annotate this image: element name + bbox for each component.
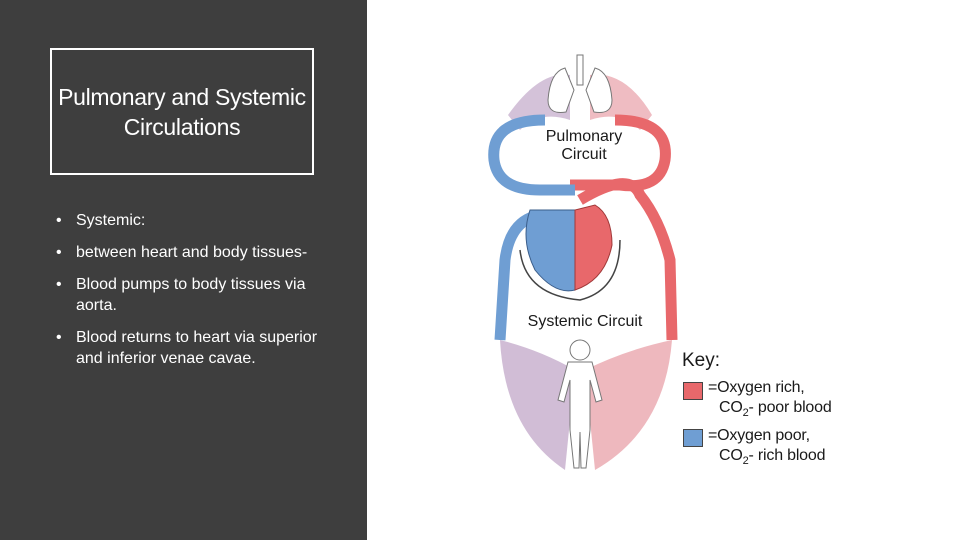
circulation-diagram: Pulmonary Circuit Systemic Circuit	[488, 54, 678, 470]
bullet-item: between heart and body tissues-	[56, 242, 326, 263]
heart-outline	[519, 239, 621, 301]
key-line-2: CO2- rich blood	[719, 447, 826, 467]
bullet-item: Blood returns to heart via superior and …	[56, 327, 326, 369]
trachea	[576, 54, 584, 86]
lung-right	[585, 67, 613, 113]
key-line-1: =Oxygen poor,	[708, 427, 810, 444]
pulmonary-artery-loop	[488, 114, 575, 196]
bullet-list: Systemic: between heart and body tissues…	[56, 210, 326, 380]
key-text-oxygen-poor: =Oxygen poor, CO2- rich blood	[708, 426, 825, 467]
pulmonary-label-2: Circuit	[561, 146, 607, 163]
left-panel: Pulmonary and Systemic Circulations Syst…	[0, 0, 367, 540]
key-text-oxygen-rich: =Oxygen rich, CO2- poor blood	[708, 378, 832, 419]
slide-title: Pulmonary and Systemic Circulations	[58, 83, 306, 140]
key-line-1: =Oxygen rich,	[708, 379, 805, 396]
systemic-label: Systemic Circuit	[528, 313, 643, 330]
key-title: Key:	[682, 350, 721, 371]
systemic-capillaries-right	[585, 340, 672, 470]
key-swatch-oxygen-rich	[683, 382, 703, 400]
heart-right-side	[525, 209, 576, 292]
systemic-arterial-loop	[577, 178, 678, 341]
body-silhouette	[557, 339, 603, 469]
title-box: Pulmonary and Systemic Circulations	[50, 48, 314, 175]
bullet-item: Blood pumps to body tissues via aorta.	[56, 274, 326, 316]
key-line-2: CO2- poor blood	[719, 399, 832, 419]
pulmonary-label-1: Pulmonary	[546, 128, 622, 145]
key-swatch-oxygen-poor	[683, 429, 703, 447]
bullet-item: Systemic:	[56, 210, 326, 231]
lung-left	[547, 67, 575, 113]
heart-left-side	[574, 204, 613, 291]
systemic-capillaries-left	[500, 340, 575, 470]
